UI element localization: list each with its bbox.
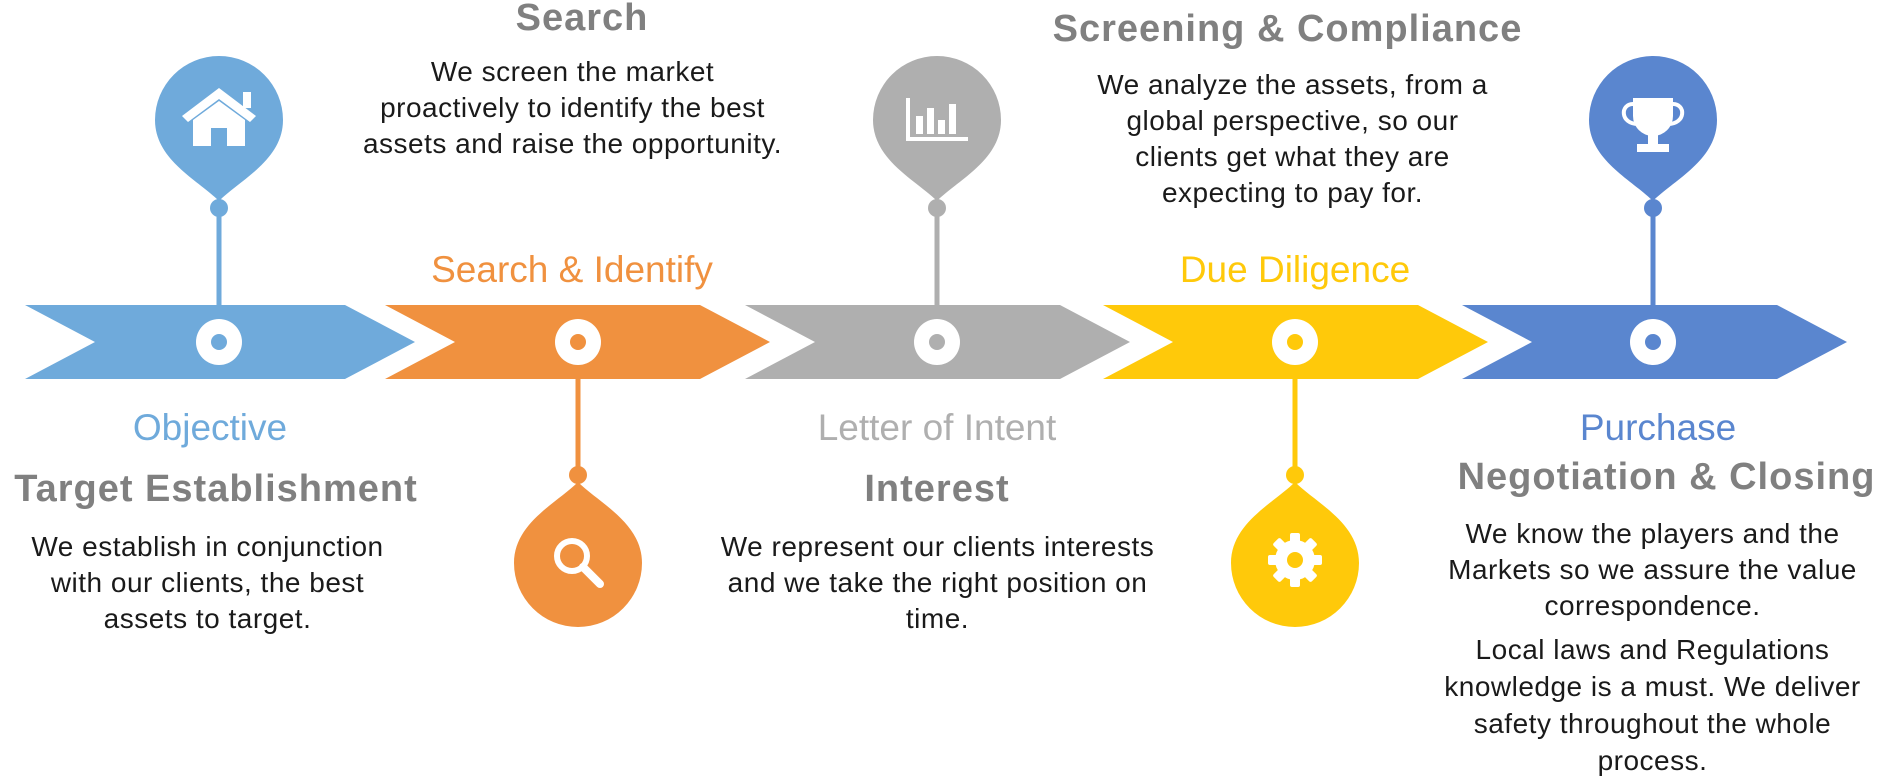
step-4-pin: [1231, 319, 1359, 627]
trophy-icon: [1621, 98, 1685, 152]
step-2-label: Search & Identify: [431, 249, 713, 290]
step-5-heading: Negotiation & Closing: [1457, 456, 1876, 498]
home-icon: [182, 88, 256, 146]
bar-chart-icon: [906, 98, 968, 141]
step-5-pin: [1589, 56, 1717, 365]
gear-icon: [1268, 533, 1322, 587]
step-5-label: Purchase: [1579, 407, 1737, 448]
step-1-label: Objective: [132, 407, 288, 448]
step-5-description-2: Local laws and Regulations knowledge is …: [1444, 634, 1861, 776]
step-3-description: We represent our clients interests and w…: [720, 531, 1155, 634]
step-4-heading: Screening & Compliance: [1052, 8, 1523, 50]
step-3-heading: Interest: [864, 468, 1010, 510]
step-4-label: Due Diligence: [1179, 249, 1411, 290]
step-3-label: Letter of Intent: [817, 407, 1057, 448]
step-5-description: We know the players and the Markets so w…: [1448, 518, 1857, 621]
step-1-description: We establish in conjunction with our cli…: [31, 531, 384, 634]
search-icon: [554, 538, 604, 588]
step-2-pin: [514, 319, 642, 627]
step-1-pin: [155, 56, 283, 365]
step-4-description: We analyze the assets, from a global per…: [1097, 69, 1488, 208]
step-3-pin: [873, 56, 1001, 365]
step-2-description: We screen the market proactively to iden…: [362, 56, 783, 159]
step-1-heading: Target Establishment: [14, 468, 418, 510]
step-2-heading: Search: [515, 0, 649, 39]
